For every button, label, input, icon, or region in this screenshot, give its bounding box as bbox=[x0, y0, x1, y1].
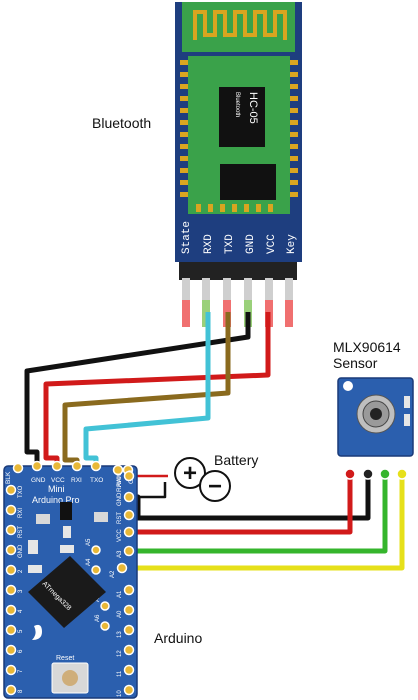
hc05-chip-sublabel: Bluetooth bbox=[234, 92, 240, 117]
battery-minus-sign: − bbox=[208, 473, 222, 500]
bt-pin-label-key: Key bbox=[286, 234, 298, 254]
bluetooth-header-pins bbox=[179, 262, 297, 327]
sparkfun-logo-icon bbox=[32, 624, 42, 640]
sensor-pin-label-sda: SDA bbox=[396, 458, 411, 465]
sensor-pin-label-gnd: GND bbox=[359, 458, 375, 465]
arduino-left-label-7: 7 bbox=[18, 669, 24, 673]
wire-vcc-red bbox=[43, 312, 271, 463]
arduino-left-label-rst: RST bbox=[18, 526, 24, 538]
arduino-left-label-rxi: RXI bbox=[18, 508, 24, 518]
wire-txd-brown bbox=[62, 312, 231, 465]
hc05-chip-label: HC-05 bbox=[247, 92, 259, 124]
sensor-label-type: Sensor bbox=[333, 355, 378, 371]
battery-plus-sign: + bbox=[183, 460, 197, 487]
sensor-pin-vin bbox=[344, 468, 356, 480]
arduino-top-label-vcc: VCC bbox=[51, 477, 65, 484]
arduino-inner-label-a6: A6 bbox=[95, 614, 101, 622]
arduino-top-label-blk: BLK bbox=[5, 471, 12, 484]
bluetooth-antenna-area bbox=[182, 2, 295, 52]
arduino-left-label-8: 8 bbox=[18, 689, 24, 693]
arduino-left-label-3: 3 bbox=[18, 589, 24, 593]
reset-label: Reset bbox=[56, 655, 74, 662]
bluetooth-label: Bluetooth bbox=[92, 115, 152, 131]
arduino-top-label-txo: TXO bbox=[90, 477, 103, 484]
arduino-left-pin-labels: TXO RXI RST GND 2 3 4 5 6 7 8 bbox=[18, 485, 24, 693]
battery-plus-circle bbox=[174, 457, 206, 489]
arduino-right-label-13: 13 bbox=[117, 631, 123, 638]
sensor-label-name: MLX90614 bbox=[333, 339, 401, 355]
arduino-left-pins bbox=[5, 484, 17, 696]
arduino-right-label-gnd: GND bbox=[117, 492, 123, 506]
arduino-right-label-rst: RST bbox=[117, 512, 123, 524]
bt-pin-label-rxd: RXD bbox=[203, 234, 215, 254]
arduino-top-label-rxi: RXI bbox=[71, 477, 82, 484]
sensor-lens bbox=[370, 408, 382, 420]
arduino-right-label-vcc: VCC bbox=[117, 529, 123, 542]
arduino-pro-mini: BLK GND VCC RXI TXO RAW GRN Mini Arduino… bbox=[3, 460, 138, 699]
sensor-pin-labels: VIN GND SCL SDA bbox=[341, 458, 411, 465]
hc05-chip bbox=[219, 87, 265, 147]
bluetooth-pin-labels: State RXD TXD GND VCC Key bbox=[181, 221, 298, 254]
arduino-right-label-11: 11 bbox=[117, 670, 123, 677]
arduino-left-label-6: 6 bbox=[18, 649, 24, 653]
sensor-smd-1 bbox=[404, 396, 410, 408]
arduino-right-label-a2: A2 bbox=[110, 570, 116, 578]
arduino-inner-label-a5: A5 bbox=[86, 538, 92, 546]
arduino-left-label-txo: TXO bbox=[18, 485, 24, 498]
arduino-right-label-raw: RAW bbox=[117, 473, 123, 487]
reset-button-cap bbox=[62, 670, 78, 686]
sensor-pin-label-vin: VIN bbox=[341, 458, 353, 465]
battery-minus-circle bbox=[199, 470, 231, 502]
sensor-pin-gnd bbox=[362, 468, 374, 480]
arduino-right-label-a1: A1 bbox=[117, 590, 123, 598]
arduino-right-label-a0: A0 bbox=[117, 610, 123, 618]
arduino-right-label-12: 12 bbox=[117, 650, 123, 657]
bt-pin-label-gnd: GND bbox=[245, 234, 257, 254]
arduino-smd-components bbox=[28, 502, 108, 573]
arduino-top-label-gnd: GND bbox=[31, 477, 46, 484]
mlx90614-sensor: VIN GND SCL SDA bbox=[337, 377, 414, 480]
battery-label: Battery bbox=[214, 452, 259, 468]
wire-sensor-sda bbox=[122, 474, 405, 571]
arduino-inner-pins bbox=[91, 545, 110, 631]
arduino-label: Arduino bbox=[154, 630, 203, 646]
bluetooth-secondary-chip bbox=[220, 164, 276, 200]
bluetooth-antenna-trace bbox=[193, 10, 287, 40]
wire-sensor-vin bbox=[128, 474, 353, 535]
atmega-chip: ATmega328 bbox=[28, 556, 106, 628]
arduino-left-label-2: 2 bbox=[18, 569, 24, 573]
arduino-left-label-5: 5 bbox=[18, 629, 24, 633]
arduino-right-pin-labels: RAW GND RST VCC A3 A2 A1 A0 13 12 11 10 bbox=[110, 473, 123, 697]
wire-rxd-cyan bbox=[83, 312, 211, 464]
sensor-pin-sda bbox=[396, 468, 408, 480]
wire-sensor-scl bbox=[128, 474, 388, 554]
arduino-top-label-raw: RAW bbox=[116, 476, 123, 492]
arduino-right-label-a3: A3 bbox=[117, 550, 123, 558]
bluetooth-module: HC-05 Bluetooth State RXD TXD GND VCC Ke… bbox=[175, 2, 302, 327]
sensor-smd-2 bbox=[404, 414, 410, 426]
bt-pin-label-vcc: VCC bbox=[266, 234, 278, 254]
arduino-title-line1: Mini bbox=[48, 484, 65, 494]
battery-symbol: + − bbox=[174, 457, 231, 502]
arduino-right-pins bbox=[116, 470, 135, 696]
arduino-right-label-10: 10 bbox=[117, 690, 123, 697]
sensor-pin-label-scl: SCL bbox=[378, 458, 392, 465]
sensor-pin-scl bbox=[379, 468, 391, 480]
arduino-inner-label-a4: A4 bbox=[86, 558, 92, 566]
bt-pin-label-txd: TXD bbox=[224, 234, 236, 254]
bluetooth-side-pads bbox=[180, 60, 298, 212]
sensor-mount-hole bbox=[343, 381, 353, 391]
arduino-title-line2: Arduino Pro bbox=[32, 495, 80, 505]
bt-pin-label-state: State bbox=[181, 221, 193, 254]
arduino-left-label-gnd: GND bbox=[18, 544, 24, 558]
wire-gnd-black bbox=[24, 312, 251, 462]
arduino-left-label-4: 4 bbox=[18, 609, 24, 613]
